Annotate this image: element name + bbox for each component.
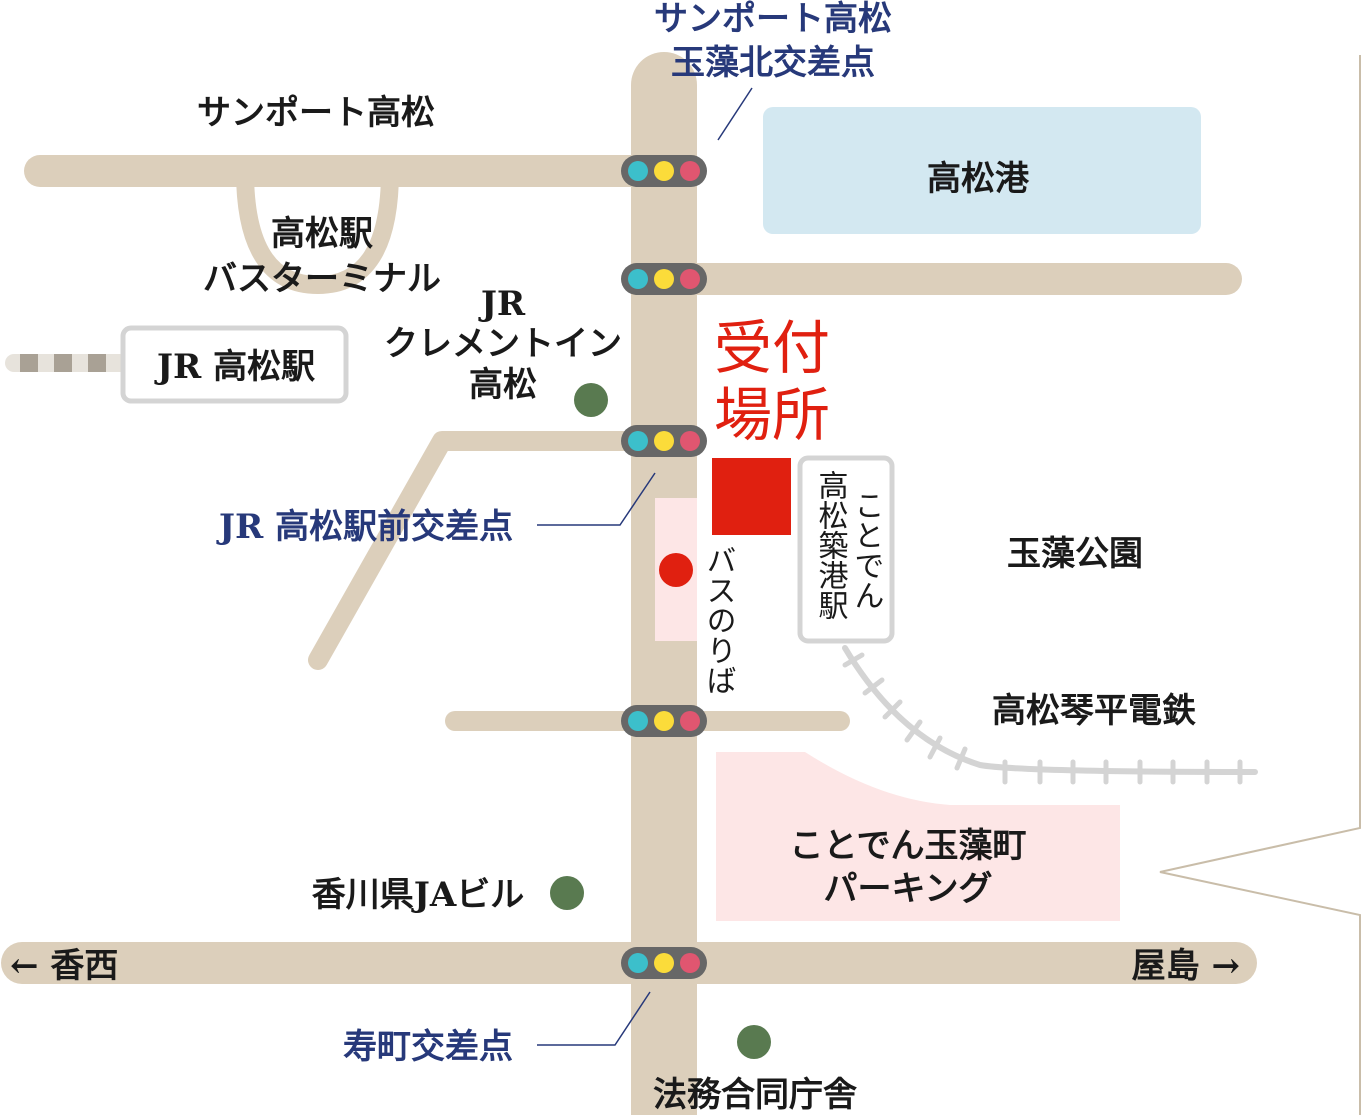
bus-stop-marker: [659, 553, 693, 587]
traffic-signal-icon: [621, 947, 707, 979]
landmark-ja-building: [550, 876, 584, 910]
intersection-label-tamamo-north: サンポート高松: [654, 0, 892, 39]
label-clement-inn: JR: [478, 284, 526, 324]
label-reception: 受付: [714, 314, 830, 382]
label-clement-inn: クレメントイン: [384, 324, 622, 364]
label-harbor: 高松港: [927, 159, 1030, 199]
label-bus-terminal: バスターミナル: [203, 259, 441, 299]
intersection-label-jr-station-front: JR 高松駅前交差点: [216, 507, 513, 547]
road-diagonal: [308, 431, 674, 670]
road-loop: [236, 162, 399, 295]
kotoden-rail: [842, 645, 1258, 785]
jr-station-box: [120, 325, 349, 404]
traffic-signal-icon: [621, 425, 707, 457]
label-sunport: サンポート高松: [197, 93, 435, 133]
landmark-clement-inn: [574, 383, 608, 417]
label-clement-inn: 高松: [469, 365, 537, 405]
intersection-label-kotobuki: 寿町交差点: [343, 1027, 513, 1067]
label-legal-office: 法務合同庁舎: [653, 1075, 857, 1115]
label-kotoden: ことでん: [849, 490, 884, 610]
callout-lines: [537, 87, 753, 1046]
label-kotoden-station: 高松築港駅: [813, 470, 849, 620]
label-railway: 高松琴平電鉄: [992, 691, 1196, 731]
label-reception: 場所: [714, 381, 830, 449]
label-bus-terminal: 高松駅: [271, 214, 373, 254]
traffic-signal-icon: [621, 263, 707, 295]
traffic-signal-icon: [621, 155, 707, 187]
label-parking: パーキング: [824, 869, 993, 909]
traffic-signal-icon: [621, 705, 707, 737]
landmark-legal-office: [737, 1025, 771, 1059]
parking-area: [716, 752, 1120, 921]
label-east-yashima: 屋島 →: [1132, 946, 1240, 986]
kotoden-station-box: [797, 455, 895, 644]
label-bus-stop: バスのりば: [701, 545, 736, 695]
label-parking: ことでん玉藻町: [790, 826, 1027, 866]
label-jr-station: JR 高松駅: [154, 347, 315, 387]
label-west-kozai: ← 香西: [10, 946, 118, 986]
traffic-signals: [621, 155, 707, 979]
label-ja-building: 香川県JAビル: [312, 875, 524, 915]
intersection-label-tamamo-north: 玉藻北交差点: [671, 43, 875, 83]
label-park: 玉藻公園: [1007, 534, 1143, 574]
reception-marker: [712, 458, 791, 535]
harbor-area: [763, 107, 1201, 234]
map-border: [1159, 55, 1361, 1115]
